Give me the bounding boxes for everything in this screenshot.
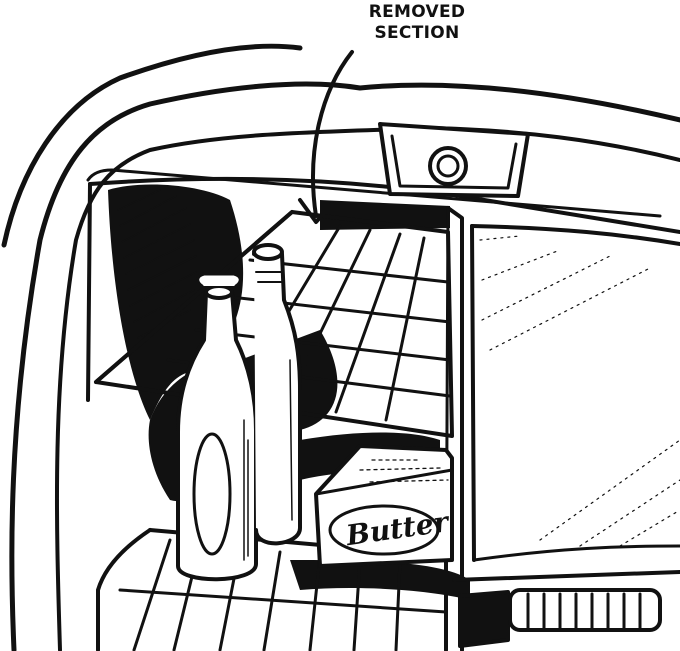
bottle-rear <box>254 245 300 543</box>
drawer-handle <box>454 572 680 646</box>
callout-line-2: SECTION <box>352 23 482 44</box>
temperature-control-knob <box>380 124 528 196</box>
crisper-drawer <box>472 226 680 560</box>
removed-section-callout: REMOVED SECTION <box>352 2 482 44</box>
callout-line-1: REMOVED <box>352 2 482 23</box>
callout-arrow <box>300 52 352 222</box>
